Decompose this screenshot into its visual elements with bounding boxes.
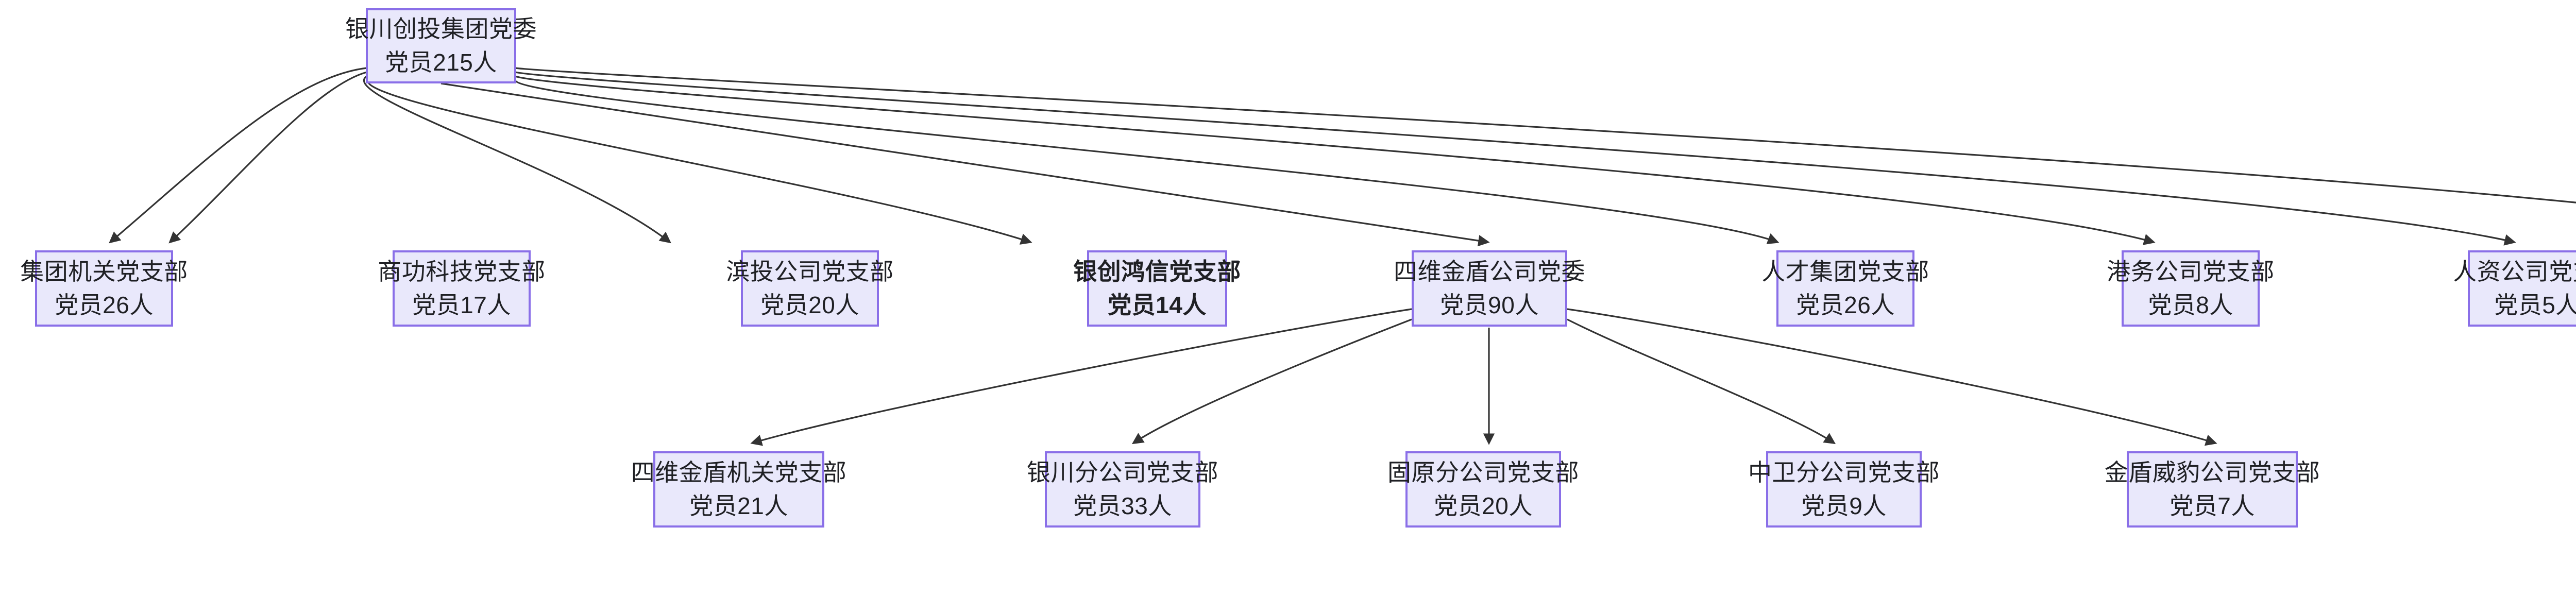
org-node-member-count: 党员8人 [2148,292,2233,318]
org-node-jindunweibao[interactable]: 金盾威豹公司党支部党员7人 [2105,451,2320,528]
org-node-title: 商功科技党支部 [378,258,546,285]
org-node-siweijigua[interactable]: 四维金盾机关党支部党员21人 [631,451,846,528]
org-node-title: 人资公司党支部 [2453,258,2576,285]
org-node-guyuanfen[interactable]: 固原分公司党支部党员20人 [1387,451,1579,528]
org-node-title: 港务公司党支部 [2107,258,2275,285]
org-node-root[interactable]: 银川创投集团党委党员215人 [345,8,537,83]
org-node-renzi[interactable]: 人资公司党支部党员5人 [2453,250,2576,327]
org-node-title: 金盾威豹公司党支部 [2104,458,2320,486]
org-node-title: 固原分公司党支部 [1387,458,1579,486]
org-node-yinchuanghongxin[interactable]: 银创鸿信党支部党员14人 [1073,250,1241,327]
org-node-siweijindun[interactable]: 四维金盾公司党委党员90人 [1394,250,1585,327]
org-node-title: 四维金盾机关党支部 [631,458,847,486]
org-node-title: 滨投公司党支部 [726,258,894,285]
org-node-member-count: 党员7人 [2170,492,2255,519]
org-node-bintou[interactable]: 滨投公司党支部党员20人 [726,250,893,327]
org-node-shanggong[interactable]: 商功科技党支部党员17人 [378,250,545,327]
org-node-member-count: 党员17人 [412,292,511,318]
org-node-member-count: 党员20人 [760,292,859,318]
org-node-title: 银川创投集团党委 [345,15,537,42]
org-node-member-count: 党员90人 [1440,292,1539,318]
org-node-title: 人才集团党支部 [1761,258,1929,285]
org-node-rencai[interactable]: 人才集团党支部党员26人 [1761,250,1929,327]
org-node-title: 银川分公司党支部 [1027,458,1218,486]
org-node-zhongweifen[interactable]: 中卫分公司党支部党员9人 [1748,451,1940,528]
org-node-jituanjiguan[interactable]: 集团机关党支部党员26人 [20,250,188,327]
org-node-member-count: 党员215人 [385,49,497,76]
org-node-member-count: 党员9人 [1801,492,1887,519]
org-node-title: 银创鸿信党支部 [1073,258,1241,285]
org-node-member-count: 党员14人 [1108,292,1207,318]
org-node-member-count: 党员26人 [55,292,154,318]
org-node-title: 中卫分公司党支部 [1748,458,1940,486]
org-node-title: 集团机关党支部 [20,258,188,285]
org-node-member-count: 党员5人 [2494,292,2576,318]
org-node-yinchuanfen[interactable]: 银川分公司党支部党员33人 [1027,451,1218,528]
org-node-member-count: 党员33人 [1073,492,1172,519]
org-node-member-count: 党员21人 [689,492,788,519]
org-node-member-count: 党员20人 [1434,492,1533,519]
org-node-title: 四维金盾公司党委 [1394,258,1585,285]
org-node-gangwu[interactable]: 港务公司党支部党员8人 [2107,250,2274,327]
org-node-member-count: 党员26人 [1796,292,1895,318]
